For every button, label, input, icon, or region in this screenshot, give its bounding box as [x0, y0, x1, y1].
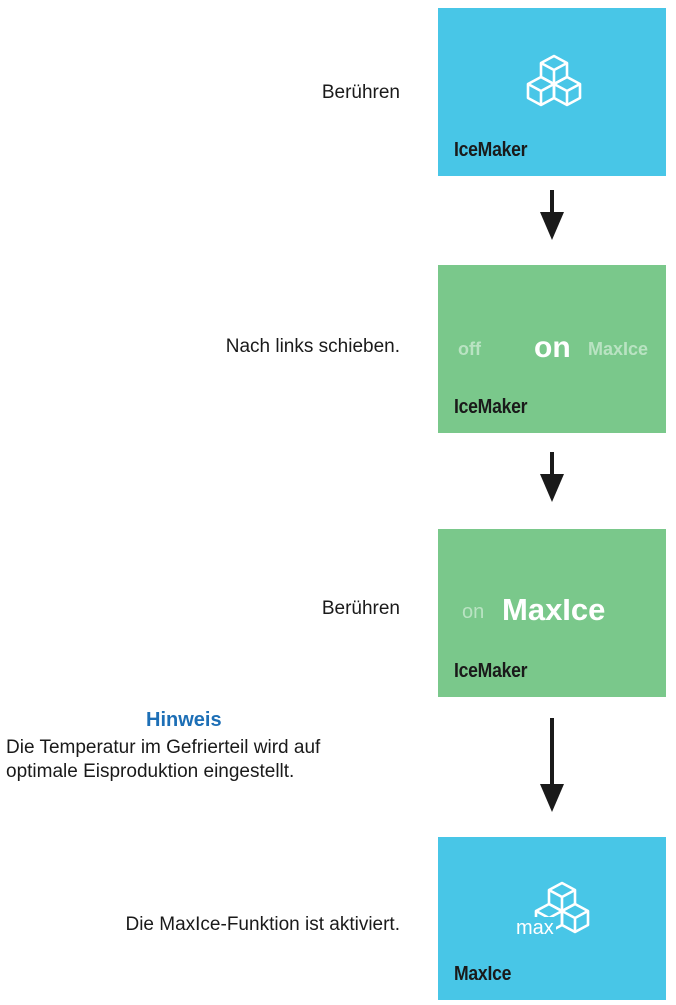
panel-title: IceMaker	[454, 660, 528, 682]
ice-cubes-icon	[525, 54, 583, 123]
option-maxice[interactable]: MaxIce	[502, 592, 606, 627]
step-4-label: Die MaxIce-Funktion ist aktiviert.	[125, 914, 400, 935]
note-text: Die Temperatur im Gefrierteil wird auf o…	[6, 737, 321, 782]
maxice-active-tile: max MaxIce	[438, 837, 666, 1000]
panel-title: IceMaker	[454, 139, 528, 161]
option-on[interactable]: on	[534, 331, 571, 364]
option-maxice[interactable]: MaxIce	[588, 339, 649, 359]
step-2-label: Nach links schieben.	[225, 336, 400, 357]
step-3-label: Berühren	[321, 598, 400, 619]
panel-title: MaxIce	[454, 963, 512, 985]
icemaker-mode-slider[interactable]: off on MaxIce IceMaker	[438, 265, 666, 433]
step-1-label: Berühren	[321, 82, 400, 103]
panel-title: IceMaker	[454, 396, 528, 418]
note-title: Hinweis	[146, 709, 222, 731]
icemaker-tile[interactable]: IceMaker	[438, 8, 666, 176]
option-off[interactable]: off	[458, 339, 481, 359]
maxice-option-tile[interactable]: on MaxIce IceMaker	[438, 529, 666, 697]
max-badge: max	[514, 917, 556, 940]
option-on[interactable]: on	[462, 601, 485, 623]
